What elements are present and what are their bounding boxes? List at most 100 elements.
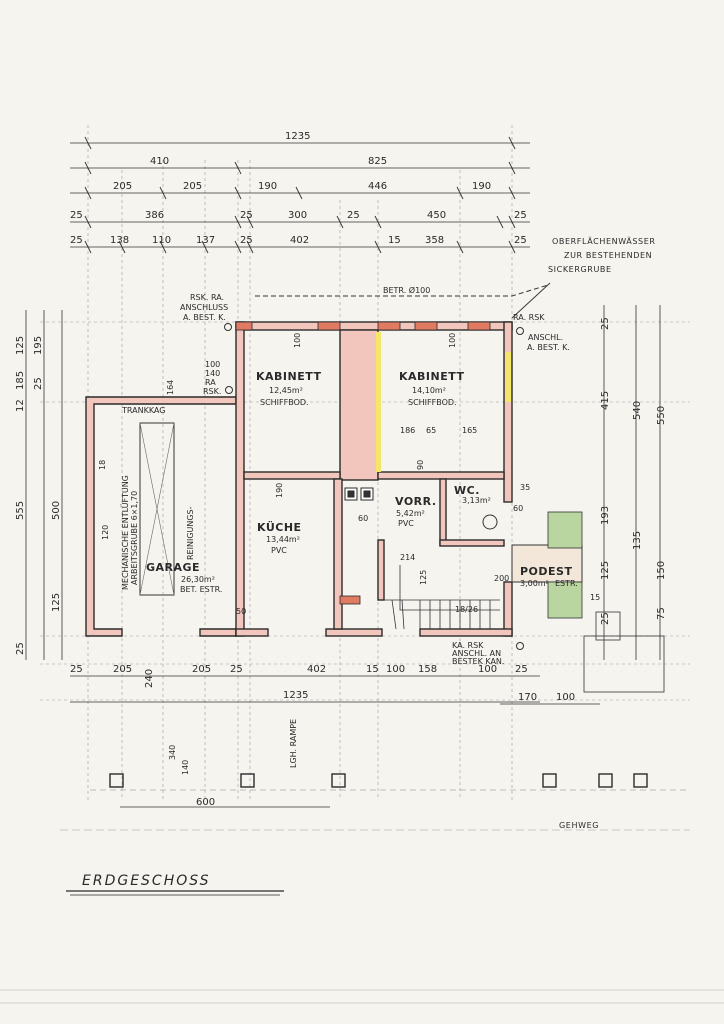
dim-bot-r1-9: 158 (418, 664, 437, 675)
shaft-2-core (363, 490, 371, 498)
podest-green-1 (547, 511, 583, 549)
dim-top-r5-7: 15 (388, 235, 401, 246)
dim-top-r4-1: 25 (70, 210, 83, 221)
surface-water-note: OBERFLÄCHENWÄSSER ZUR BESTEHENDEN SICKER… (548, 236, 655, 274)
idim-1: 186 (400, 426, 415, 435)
wall-wc-left (439, 478, 447, 546)
ka-rsk-1: KA. RSK (452, 641, 484, 650)
dim-top-r4-4: 300 (288, 210, 307, 221)
idim-14: 15 (590, 593, 600, 602)
dim-right-9: 75 (656, 607, 667, 620)
dim-top-r5-3: 110 (152, 235, 171, 246)
wall-left (235, 321, 245, 637)
dim-bot-r1-3: 240 (144, 669, 155, 688)
vorraum-area: 5,42m² (396, 509, 425, 518)
dim-left-1: 125 (15, 336, 26, 355)
shaft-1-core (347, 490, 355, 498)
idim-4: 214 (400, 553, 415, 562)
rsk-ra-note-left: RSK. RA. ANSCHLUSS A. BEST. K. (180, 293, 228, 322)
ra-rsk-note-left2: 100 140 RA RSK. (203, 360, 221, 396)
ka-rsk-2: ANSCHL. AN (452, 649, 501, 658)
dim-right-3: 540 (632, 401, 643, 420)
podest-area: PODEST 3,00m² ESTR. (511, 511, 583, 619)
dim-left-8: 125 (51, 593, 62, 612)
left-dimension-lines (25, 310, 63, 660)
dim-bot-r1-7: 15 (366, 664, 379, 675)
ra-rsk-l2-4: RSK. (203, 387, 221, 396)
stair-arrow (399, 565, 500, 611)
drain-point-left (224, 323, 232, 331)
dim-top-r5-5: 25 (240, 235, 253, 246)
garage-pit (139, 422, 175, 596)
post-2 (240, 773, 255, 788)
dim-bot-r1-8: 100 (386, 664, 405, 675)
column-4 (414, 321, 438, 331)
note-line-2: ZUR BESTEHENDEN (564, 251, 652, 260)
dim-right-8: 150 (656, 561, 667, 580)
ra-rsk-r-2: ANSCHL. (528, 333, 563, 342)
ra-rsk-l2-2: 140 (205, 369, 220, 378)
wall-under-kab2 (377, 471, 505, 480)
wc-name: WC. (454, 484, 480, 497)
dim-bot-r1-4: 205 (192, 664, 211, 675)
idim-19: 140 (181, 760, 190, 775)
dim-right-4: 550 (656, 406, 667, 425)
vorraum-name: VORR. (395, 495, 437, 508)
dim-top-r5-6: 402 (290, 235, 309, 246)
podest-floor-label: ESTR. (555, 579, 578, 588)
room-kabinett-1: KABINETT 12,45m² SCHIFFBOD. (256, 370, 321, 407)
top-wall-columns (235, 321, 491, 605)
stair-steps (391, 599, 491, 630)
dim-left-7: 500 (51, 501, 62, 520)
room-wc: WC. 3,13m² (454, 484, 491, 505)
kabinett-1-area: 12,45m² (269, 386, 303, 395)
wall-wc-bottom (439, 539, 505, 547)
stair-outline (384, 599, 500, 629)
ra-rsk-l2-3: RA (205, 378, 216, 387)
post-1 (109, 773, 124, 788)
dim-top-r3-5: 190 (472, 181, 491, 192)
reinigung-label: REINIGUNGS- (186, 506, 195, 560)
dim-top-r4-3: 25 (240, 210, 253, 221)
idim-7: 60 (513, 504, 523, 513)
dim-top-r5-8: 358 (425, 235, 444, 246)
right-dimension-lines (603, 305, 661, 660)
dim-right-5: 193 (600, 506, 611, 525)
idim-17: 100 (448, 333, 457, 348)
plan-title: ERDGESCHOSS (82, 873, 211, 889)
ra-rsk-note-right: RA. RSK ANSCHL. A. BEST. K. (513, 313, 570, 352)
rsk-line-1: RSK. RA. (190, 293, 224, 302)
dim-bot-r1-5: 25 (230, 664, 243, 675)
dim-right-2: 415 (600, 391, 611, 410)
dim-top-r5-4: 137 (196, 235, 215, 246)
dim-right-7: 125 (600, 561, 611, 580)
dim-top-r3-2: 205 (183, 181, 202, 192)
idim-9: 90 (416, 460, 425, 470)
idim-2: 65 (426, 426, 436, 435)
post-6 (633, 773, 648, 788)
yellow-strip (376, 332, 381, 472)
dim-right-6: 135 (632, 531, 643, 550)
dim-left-5: 12 (15, 399, 26, 412)
dim-left-3: 185 (15, 371, 26, 390)
top-dimension-lines (70, 142, 530, 248)
wall-right-lower (503, 581, 513, 637)
garage-name: GARAGE (146, 561, 200, 574)
wc-area: 3,13m² (462, 496, 491, 505)
rsk-line-3: A. BEST. K. (183, 313, 226, 322)
left-dimension-labels: 125 195 185 25 12 555 500 125 25 (15, 336, 62, 655)
podest-green-2 (547, 581, 583, 619)
dim-bot-total: 1235 (283, 690, 308, 701)
idim-10: 190 (275, 483, 284, 498)
dim-top-r4-6: 450 (427, 210, 446, 221)
bottom-dimension-labels: 25 205 240 205 25 402 15 100 158 100 25 … (70, 664, 575, 808)
podest-area-label: 3,00m² (520, 579, 549, 588)
ra-rsk-l2-1: 100 (205, 360, 220, 369)
column-1 (235, 321, 253, 331)
kueche-area: 13,44m² (266, 535, 300, 544)
wall-right (503, 321, 513, 503)
column-3 (377, 321, 401, 331)
wall-stair-left (377, 539, 385, 601)
idim-3: 165 (462, 426, 477, 435)
